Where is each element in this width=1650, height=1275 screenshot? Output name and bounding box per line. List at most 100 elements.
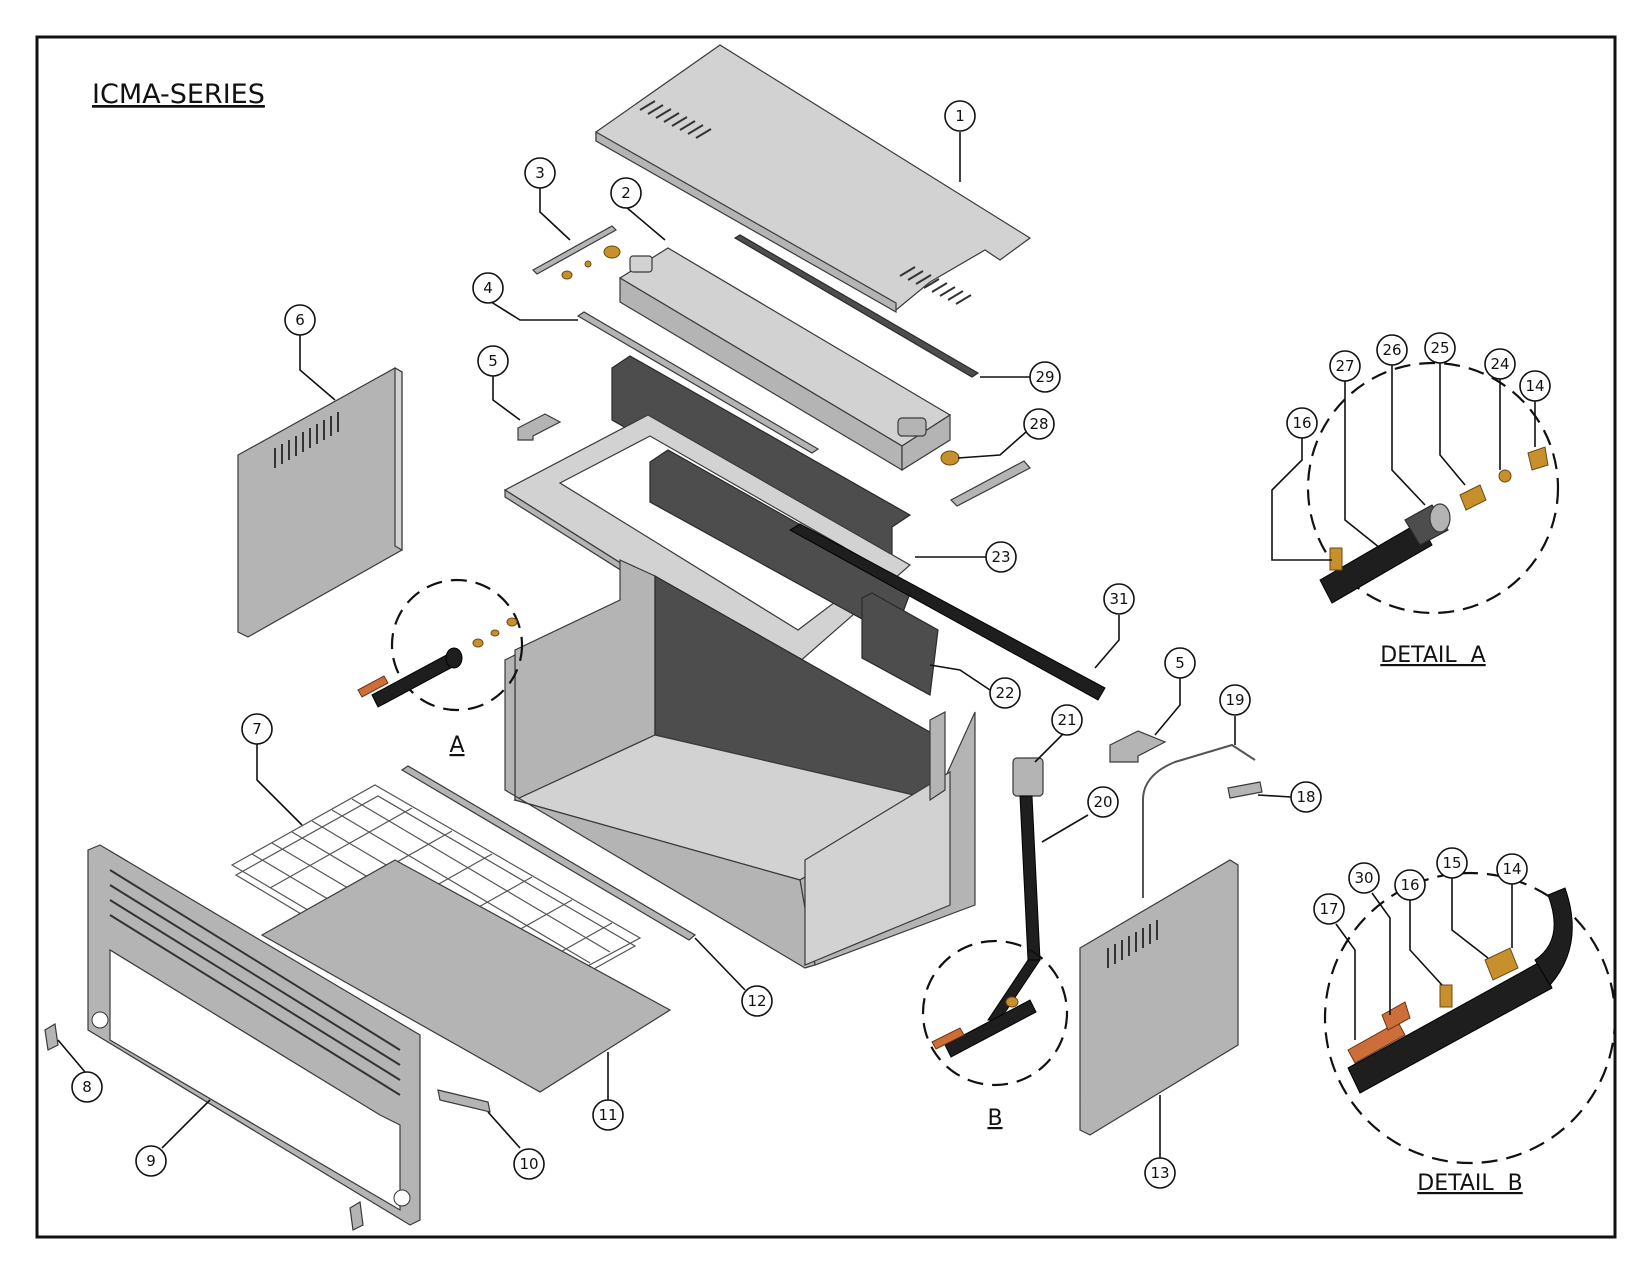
callout-9-text: 9 xyxy=(146,1152,156,1170)
detail-circle-b xyxy=(921,939,1069,1087)
callout-19-text: 19 xyxy=(1225,691,1244,709)
callouts: 1 2 3 4 5 6 7 8 9 10 xyxy=(57,100,1551,1189)
callout-29-text: 29 xyxy=(1035,368,1054,386)
callout-21 xyxy=(1051,704,1083,736)
fitting xyxy=(584,260,592,268)
callout-22 xyxy=(989,677,1021,709)
callout-da-27-text: 27 xyxy=(1335,357,1354,375)
callout-da-16-text: 16 xyxy=(1292,414,1311,432)
callout-5a xyxy=(477,345,509,377)
detail-b-parts xyxy=(1347,887,1573,1094)
drawing-border xyxy=(35,35,1617,1239)
callout-2-text: 2 xyxy=(621,184,631,202)
part-strip-4 xyxy=(576,311,820,454)
callout-11 xyxy=(592,1099,624,1131)
callout-db-14 xyxy=(1496,853,1528,885)
part-bracket-10 xyxy=(437,1089,491,1113)
callout-db-14-text: 14 xyxy=(1502,860,1521,878)
callout-3-text: 3 xyxy=(535,164,545,182)
part-tray-11 xyxy=(260,859,672,1093)
fitting xyxy=(603,245,621,259)
part-strip xyxy=(950,460,1031,507)
part-strip-29 xyxy=(733,234,980,378)
callout-4 xyxy=(472,272,504,304)
detail-a-parts xyxy=(1319,446,1549,604)
callout-18-text: 18 xyxy=(1296,788,1315,806)
callout-da-26 xyxy=(1376,334,1408,366)
callout-da-14-text: 14 xyxy=(1525,377,1544,395)
detail-circle-a xyxy=(390,578,524,712)
callout-db-16 xyxy=(1394,869,1426,901)
callout-db-15 xyxy=(1436,847,1468,879)
callout-da-25-text: 25 xyxy=(1430,339,1449,357)
callout-10-text: 10 xyxy=(519,1155,538,1173)
callout-23-text: 23 xyxy=(991,548,1010,566)
part-top-cover xyxy=(595,44,1032,314)
part-fitting-18 xyxy=(1227,781,1263,799)
part-bracket-5 xyxy=(517,413,562,441)
callout-31-text: 31 xyxy=(1109,590,1128,608)
callout-da-24 xyxy=(1484,348,1516,380)
part-strip-3 xyxy=(532,225,617,275)
part-side-panel-right xyxy=(1079,859,1239,1136)
callout-4-text: 4 xyxy=(483,279,493,297)
callout-13 xyxy=(1144,1157,1176,1189)
burner-tube-a xyxy=(357,617,518,708)
callout-31 xyxy=(1103,583,1135,615)
callout-21-text: 21 xyxy=(1057,711,1076,729)
callout-5b-text: 5 xyxy=(1175,654,1185,672)
callout-18 xyxy=(1290,781,1322,813)
fitting xyxy=(561,270,573,280)
fitting-28 xyxy=(940,450,960,466)
callout-28-text: 28 xyxy=(1029,415,1048,433)
callout-11-text: 11 xyxy=(598,1106,617,1124)
callout-29 xyxy=(1029,361,1061,393)
part-front-bezel xyxy=(87,844,421,1226)
part-strip-12 xyxy=(400,765,697,941)
detail-b-circle xyxy=(1323,871,1617,1165)
part-gas-pipe xyxy=(987,757,1044,1021)
callout-8-text: 8 xyxy=(82,1078,92,1096)
burner-tube-b xyxy=(931,996,1037,1058)
callout-2 xyxy=(610,177,642,209)
callout-28 xyxy=(1023,408,1055,440)
callout-12-text: 12 xyxy=(747,992,766,1010)
callout-db-15-text: 15 xyxy=(1442,854,1461,872)
callout-3 xyxy=(524,157,556,189)
callout-7 xyxy=(241,713,273,745)
callout-db-17-text: 17 xyxy=(1319,900,1338,918)
callout-13-text: 13 xyxy=(1150,1164,1169,1182)
callout-da-25 xyxy=(1424,332,1456,364)
part-clip-8 xyxy=(44,1023,59,1051)
callout-6-text: 6 xyxy=(295,311,305,329)
callout-da-26-text: 26 xyxy=(1382,341,1401,359)
part-burner-box xyxy=(618,247,952,472)
part-thermocouple-19 xyxy=(1142,743,1256,898)
page-title: ICMA-SERIES xyxy=(92,79,265,110)
callout-7-text: 7 xyxy=(252,720,262,738)
part-panel-22 xyxy=(861,592,939,696)
detail-label-a: A xyxy=(449,733,464,758)
callout-da-16 xyxy=(1286,407,1318,439)
callout-19 xyxy=(1219,684,1251,716)
detail-b-label: DETAIL B xyxy=(1417,1171,1522,1196)
detail-a-label: DETAIL A xyxy=(1380,643,1485,668)
callout-da-14 xyxy=(1519,370,1551,402)
part-bracket-5b xyxy=(1109,730,1167,763)
callout-da-27 xyxy=(1329,350,1361,382)
callout-5a-text: 5 xyxy=(488,352,498,370)
callout-db-17 xyxy=(1313,893,1345,925)
part-main-body xyxy=(504,559,976,969)
callout-20-text: 20 xyxy=(1093,793,1112,811)
callout-db-30 xyxy=(1348,862,1380,894)
callout-20 xyxy=(1087,786,1119,818)
callout-12 xyxy=(741,985,773,1017)
part-clip xyxy=(349,1201,364,1231)
callout-1-text: 1 xyxy=(955,107,965,125)
callout-9 xyxy=(135,1145,167,1177)
detail-label-b: B xyxy=(987,1106,1002,1131)
callout-1 xyxy=(944,100,976,132)
callout-22-text: 22 xyxy=(995,684,1014,702)
